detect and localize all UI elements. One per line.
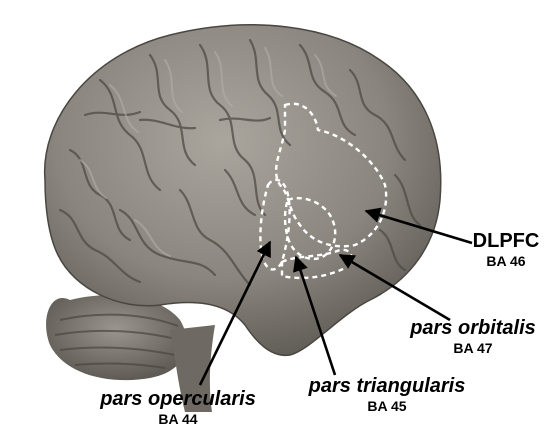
dlpfc-ba: BA 46	[466, 254, 546, 268]
dlpfc-name: DLPFC	[466, 231, 546, 251]
pars-orbitalis-label: pars orbitalis BA 47	[396, 318, 550, 355]
dlpfc-label: DLPFC BA 46	[466, 231, 546, 268]
pars-triangularis-ba: BA 45	[292, 399, 482, 413]
pars-triangularis-label: pars triangularis BA 45	[292, 376, 482, 413]
pars-opercularis-ba: BA 44	[80, 412, 276, 426]
pars-orbitalis-ba: BA 47	[396, 341, 550, 355]
pars-opercularis-label: pars opercularis BA 44	[80, 389, 276, 426]
pars-triangularis-name: pars triangularis	[292, 376, 482, 396]
pars-opercularis-name: pars opercularis	[80, 389, 276, 409]
pars-orbitalis-name: pars orbitalis	[396, 318, 550, 338]
